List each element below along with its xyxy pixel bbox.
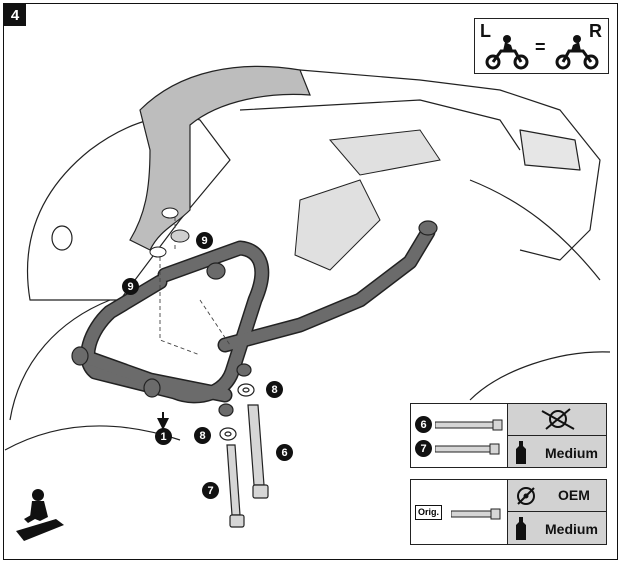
tank-outline	[9, 299, 111, 421]
washer-lower-hole	[224, 431, 232, 437]
callout-part-7-box: 7	[415, 440, 432, 457]
tail-section	[469, 179, 601, 281]
callout-part-1: 1	[155, 428, 172, 445]
left-letter: L	[480, 21, 491, 41]
callout-part-8-lower: 8	[194, 427, 211, 444]
threadlocker-label: Medium	[545, 521, 598, 537]
orig-tag: Orig.	[415, 505, 443, 520]
washer-upper-hole	[242, 387, 250, 393]
fairing-bolt	[51, 225, 73, 251]
orig-bolt-icon	[451, 508, 501, 520]
mount-point	[149, 246, 167, 258]
rear-wheel-arc	[469, 351, 611, 401]
callout-part-9-left: 9	[122, 278, 139, 295]
left-equals-right-badge: L R =	[474, 18, 609, 74]
bolt-short	[226, 444, 241, 516]
illustration-frame	[3, 3, 618, 560]
fairing-outline	[26, 115, 231, 301]
step-number-badge: 4	[4, 4, 26, 26]
no-torque-wrench-icon	[541, 408, 575, 430]
threadlocker-divider	[507, 404, 509, 467]
rear-light	[519, 129, 581, 171]
right-letter: R	[589, 21, 602, 41]
threadlocker-label: Medium	[545, 445, 598, 461]
alignment-line	[159, 250, 201, 356]
orig-divider	[507, 480, 509, 544]
grab-handle	[129, 65, 311, 251]
alignment-line	[199, 299, 231, 346]
tube-end	[218, 403, 234, 417]
bolt-long	[247, 404, 265, 486]
callout-part-6-box: 6	[415, 416, 432, 433]
tube-end	[418, 220, 438, 236]
callout-part-6-diagram: 6	[276, 444, 293, 461]
lower-body	[4, 425, 181, 451]
bolt-long-head	[252, 484, 269, 499]
torque-label: OEM	[558, 487, 590, 503]
hardware-spec-box-original-bolts: Orig. OEM Medium	[410, 479, 607, 545]
part1-arrow	[157, 418, 169, 430]
carrier-loop	[81, 242, 268, 402]
hardware-spec-box-new-bolts: Medium 6 7	[410, 403, 607, 468]
callout-part-7-diagram: 7	[202, 482, 219, 499]
frame-bracket	[294, 179, 381, 271]
subframe-inner	[239, 99, 521, 151]
tube-end	[143, 378, 161, 398]
motorcycle-right-icon	[555, 35, 599, 70]
frame-bracket-2	[329, 129, 441, 176]
equals-sign: =	[535, 37, 546, 57]
mount-point	[161, 207, 179, 219]
callout-part-9-upper: 9	[196, 232, 213, 249]
spacer	[170, 229, 190, 243]
tube-end	[206, 262, 226, 280]
motorcycle-left-icon	[485, 35, 529, 70]
subframe-outline	[199, 69, 601, 261]
callout-part-8-upper: 8	[266, 381, 283, 398]
threadlocker-bottle-icon	[516, 441, 526, 464]
threadlocker-bottle-icon	[516, 517, 526, 540]
tube-end	[71, 346, 89, 366]
carrier-arm	[219, 226, 434, 351]
torque-wrench-icon	[517, 487, 535, 505]
bolt-6-icon	[435, 419, 503, 431]
mechanic-working-icon	[16, 489, 64, 541]
bolt-7-icon	[435, 443, 500, 455]
bolt-short-head	[229, 514, 245, 528]
tube-end	[236, 363, 252, 377]
